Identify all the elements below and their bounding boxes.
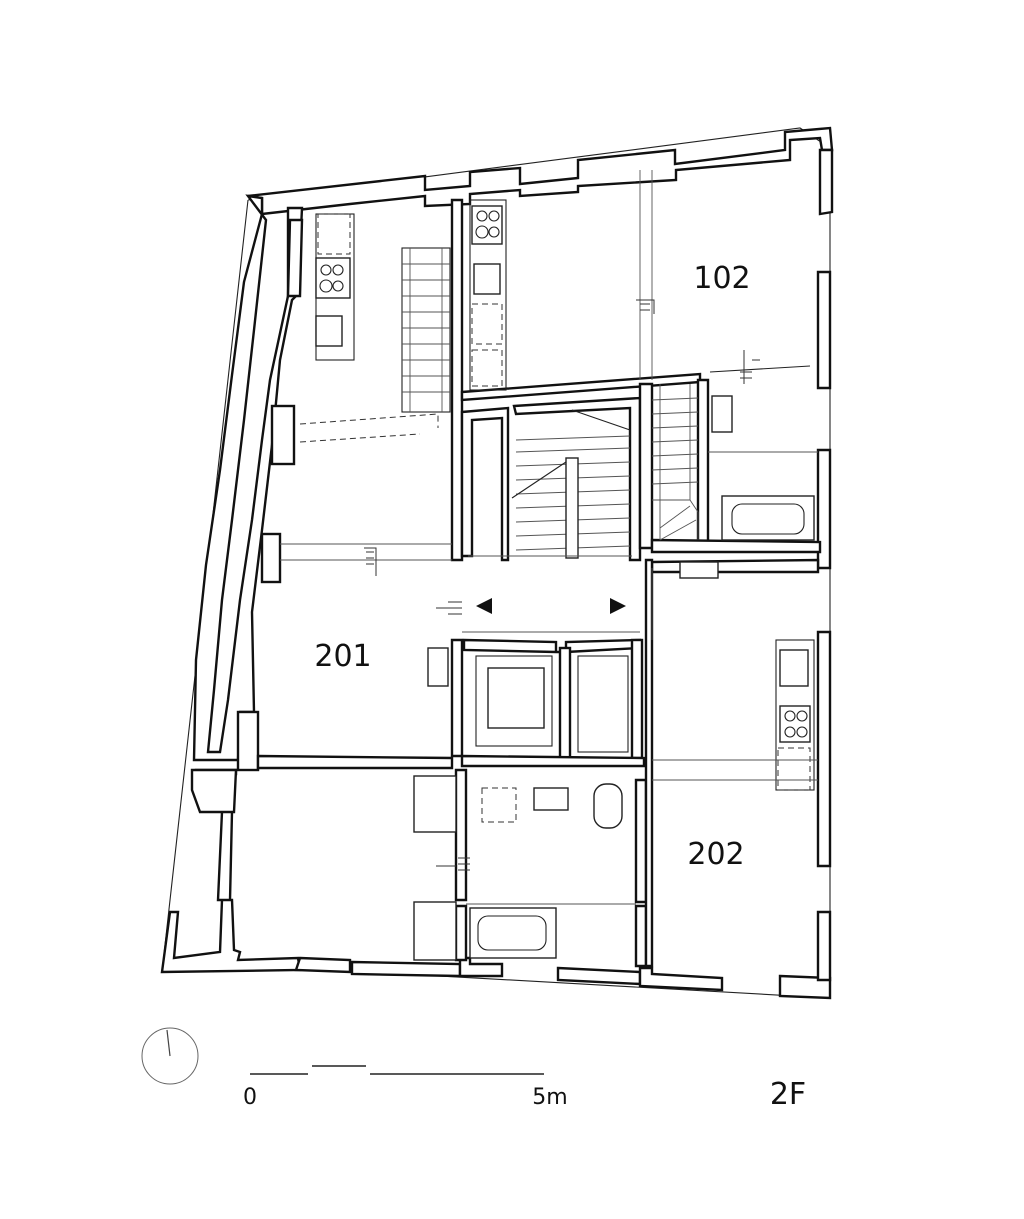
hidden-lines [280,413,818,781]
bath-bottom [466,783,636,959]
stair-top-left [401,247,451,413]
kitchen-201-top [315,213,355,361]
elevator [475,655,629,753]
arrow-right-icon [610,598,626,614]
landing [462,555,640,633]
kitchen-202 [679,561,815,791]
closets-left [413,647,457,961]
scale-start-label: 0 [243,1085,257,1110]
kitchen-102 [469,170,653,391]
room-label-102: 102 [693,261,750,296]
floor-label: 2F [770,1077,806,1112]
stair-central [511,409,631,559]
room-label-202: 202 [687,837,744,872]
scale-bar: 0 5m [243,1065,568,1110]
stair-right [651,384,699,541]
hatch-marks [364,299,760,871]
scale-end-label: 5m [532,1085,567,1110]
room-label-201: 201 [314,639,371,674]
north-arrow-icon [141,1027,199,1085]
bath-102 [708,365,818,541]
interior-walls [236,198,822,968]
arrow-left-icon [476,598,492,614]
